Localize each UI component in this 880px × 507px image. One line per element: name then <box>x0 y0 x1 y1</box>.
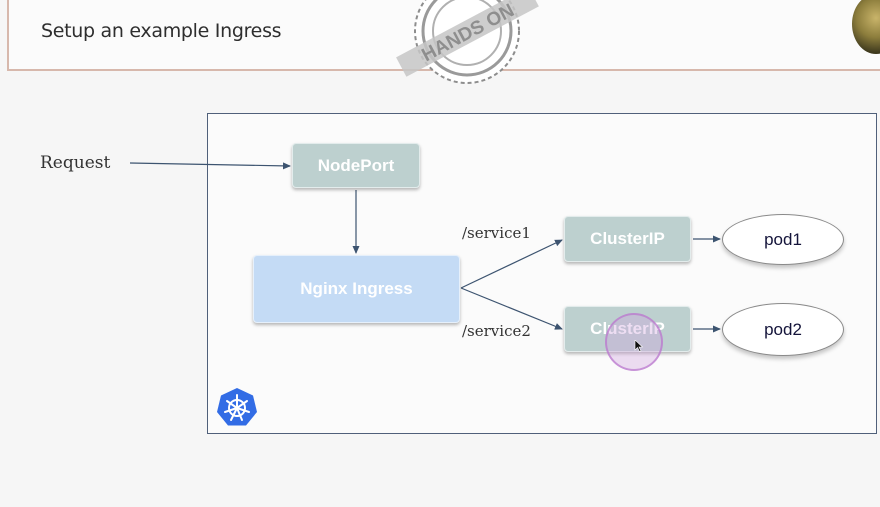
hands-on-stamp-icon: HANDS ON <box>396 0 539 84</box>
slide-title: Setup an example Ingress <box>41 20 282 42</box>
nginx-ingress-box: Nginx Ingress <box>253 255 460 323</box>
click-highlight-ring <box>605 313 663 371</box>
pod2-ellipse: pod2 <box>722 303 844 356</box>
mouse-cursor-icon <box>634 340 644 352</box>
nodeport-box: NodePort <box>292 143 420 188</box>
request-label: Request <box>40 153 111 173</box>
pod1-ellipse: pod1 <box>722 214 844 265</box>
presenter-avatar <box>852 0 880 54</box>
kubernetes-logo-icon <box>217 388 257 426</box>
route-path-service1: /service1 <box>462 224 531 242</box>
route-path-service2: /service2 <box>462 322 531 340</box>
clusterip-box-1: ClusterIP <box>564 216 691 262</box>
